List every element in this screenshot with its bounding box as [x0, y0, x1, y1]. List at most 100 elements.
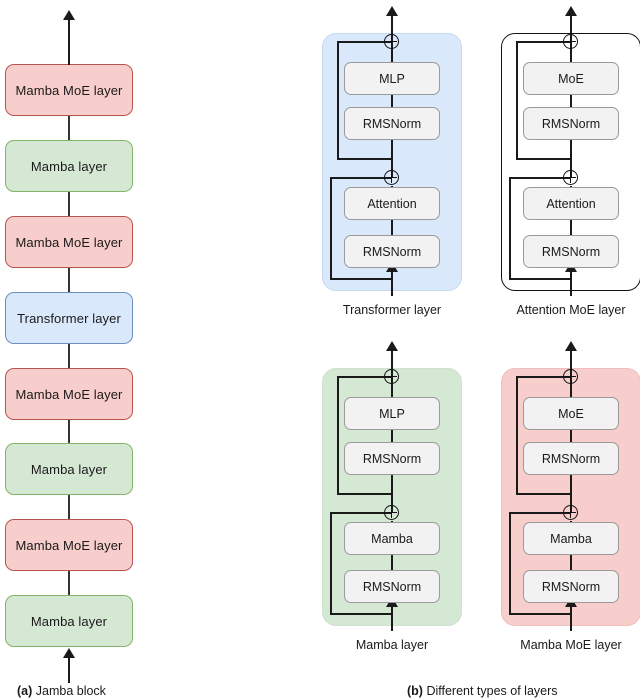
jamba-block-1[interactable]: Mamba layer: [5, 140, 133, 192]
jamba-block-3-label: Transformer layer: [17, 310, 121, 326]
transformer-panel-label: Transformer layer: [342, 303, 442, 317]
jamba-block-2[interactable]: Mamba MoE layer: [5, 216, 133, 268]
mamba-output-line: [391, 349, 393, 377]
mambamoe-panel-label: Mamba MoE layer: [520, 638, 622, 652]
attnmoe-attention-label: Attention: [546, 196, 596, 211]
jamba-block-6-label: Mamba MoE layer: [15, 537, 123, 553]
jamba-input-line: [68, 655, 70, 683]
mamba-mamba-box[interactable]: Mamba: [344, 522, 440, 555]
mambamoe-mamba-box[interactable]: Mamba: [523, 522, 619, 555]
attnmoe-residual-bot-v: [509, 177, 511, 280]
mamba-panel-label: Mamba layer: [355, 638, 429, 652]
mambamoe-moe-box[interactable]: MoE: [523, 397, 619, 430]
jamba-output-arrow: [63, 10, 75, 20]
mambamoe-norm-top-label: RMSNorm: [541, 451, 601, 466]
mamba-norm-bottom-box[interactable]: RMSNorm: [344, 570, 440, 603]
transformer-residual-top-v: [337, 41, 339, 160]
transformer-attention-box[interactable]: Attention: [344, 187, 440, 220]
caption-b-text: Different types of layers: [422, 684, 558, 698]
caption-b: (b) Different types of layers: [407, 684, 558, 698]
jamba-connector-4: [68, 340, 70, 368]
transformer-norm-top-box[interactable]: RMSNorm: [344, 107, 440, 140]
jamba-block-6[interactable]: Mamba MoE layer: [5, 519, 133, 571]
jamba-input-arrow: [63, 648, 75, 658]
mamba-residual-bot-h2: [330, 613, 392, 615]
jamba-block-0[interactable]: Mamba MoE layer: [5, 64, 133, 116]
jamba-connector-7: [68, 567, 70, 595]
jamba-block-4-label: Mamba MoE layer: [15, 386, 123, 402]
attnmoe-attention-box[interactable]: Attention: [523, 187, 619, 220]
transformer-norm-bottom-box[interactable]: RMSNorm: [344, 235, 440, 268]
mambamoe-norm-bottom-box[interactable]: RMSNorm: [523, 570, 619, 603]
attnmoe-output-arrow: [565, 6, 577, 16]
attnmoe-norm-top-label: RMSNorm: [541, 116, 601, 131]
mambamoe-output-line: [570, 349, 572, 377]
mambamoe-residual-top-h1: [516, 376, 571, 378]
mamba-mlp-label: MLP: [379, 406, 405, 421]
mamba-residual-bot-h1: [330, 512, 392, 514]
attnmoe-add-top: [563, 34, 578, 49]
mambamoe-mamba-label: Mamba: [550, 531, 592, 546]
mamba-residual-top-v: [337, 376, 339, 495]
mambamoe-norm-top-box[interactable]: RMSNorm: [523, 442, 619, 475]
mambamoe-residual-top-h2: [516, 493, 571, 495]
transformer-output-line: [391, 14, 393, 42]
attnmoe-residual-bot-h1: [509, 177, 571, 179]
transformer-mlp-box[interactable]: MLP: [344, 62, 440, 95]
transformer-attention-label: Attention: [367, 196, 417, 211]
jamba-connector-3: [68, 265, 70, 293]
transformer-add-bottom: [384, 170, 399, 185]
mambamoe-residual-bot-h1: [509, 512, 571, 514]
mamba-mlp-box[interactable]: MLP: [344, 397, 440, 430]
transformer-residual-bot-v: [330, 177, 332, 280]
jamba-connector-2: [68, 190, 70, 218]
mambamoe-output-arrow: [565, 341, 577, 351]
caption-b-prefix: (b): [407, 684, 423, 698]
jamba-output-line: [68, 20, 70, 65]
mambamoe-residual-bot-v: [509, 512, 511, 615]
transformer-add-top: [384, 34, 399, 49]
mamba-residual-top-h2: [337, 493, 392, 495]
transformer-residual-top-h1: [337, 41, 392, 43]
mamba-add-bottom: [384, 505, 399, 520]
mambamoe-moe-label: MoE: [558, 406, 584, 421]
transformer-norm-top-label: RMSNorm: [362, 116, 422, 131]
jamba-block-5[interactable]: Mamba layer: [5, 443, 133, 495]
mambamoe-add-bottom: [563, 505, 578, 520]
jamba-connector-1: [68, 115, 70, 143]
attnmoe-residual-top-v: [516, 41, 518, 160]
attnmoe-panel-label: Attention MoE layer: [516, 303, 626, 317]
transformer-norm-bottom-label: RMSNorm: [362, 244, 422, 259]
jamba-block-3[interactable]: Transformer layer: [5, 292, 133, 344]
mambamoe-add-top: [563, 369, 578, 384]
mamba-norm-top-box[interactable]: RMSNorm: [344, 442, 440, 475]
transformer-residual-bot-h2: [330, 278, 392, 280]
caption-a-prefix: (a): [17, 684, 33, 698]
attnmoe-moe-box[interactable]: MoE: [523, 62, 619, 95]
transformer-output-arrow: [386, 6, 398, 16]
mamba-residual-top-h1: [337, 376, 392, 378]
jamba-block-7-label: Mamba layer: [30, 613, 108, 629]
mambamoe-residual-bot-h2: [509, 613, 571, 615]
jamba-block-7[interactable]: Mamba layer: [5, 595, 133, 647]
attnmoe-norm-top-box[interactable]: RMSNorm: [523, 107, 619, 140]
jamba-block-4[interactable]: Mamba MoE layer: [5, 368, 133, 420]
mambamoe-residual-top-v: [516, 376, 518, 495]
attnmoe-residual-top-h2: [516, 158, 571, 160]
attnmoe-norm-bottom-box[interactable]: RMSNorm: [523, 235, 619, 268]
mamba-mamba-label: Mamba: [371, 531, 413, 546]
transformer-mlp-label: MLP: [379, 71, 405, 86]
attnmoe-residual-bot-h2: [509, 278, 571, 280]
mamba-norm-top-label: RMSNorm: [362, 451, 422, 466]
mamba-norm-bottom-label: RMSNorm: [362, 579, 422, 594]
transformer-residual-top-h2: [337, 158, 392, 160]
mambamoe-norm-bottom-label: RMSNorm: [541, 579, 601, 594]
attnmoe-residual-top-h1: [516, 41, 571, 43]
transformer-residual-bot-h1: [330, 177, 392, 179]
mamba-output-arrow: [386, 341, 398, 351]
jamba-connector-6: [68, 491, 70, 519]
caption-a: (a) Jamba block: [17, 684, 106, 698]
jamba-block-2-label: Mamba MoE layer: [15, 234, 123, 250]
attnmoe-norm-bottom-label: RMSNorm: [541, 244, 601, 259]
